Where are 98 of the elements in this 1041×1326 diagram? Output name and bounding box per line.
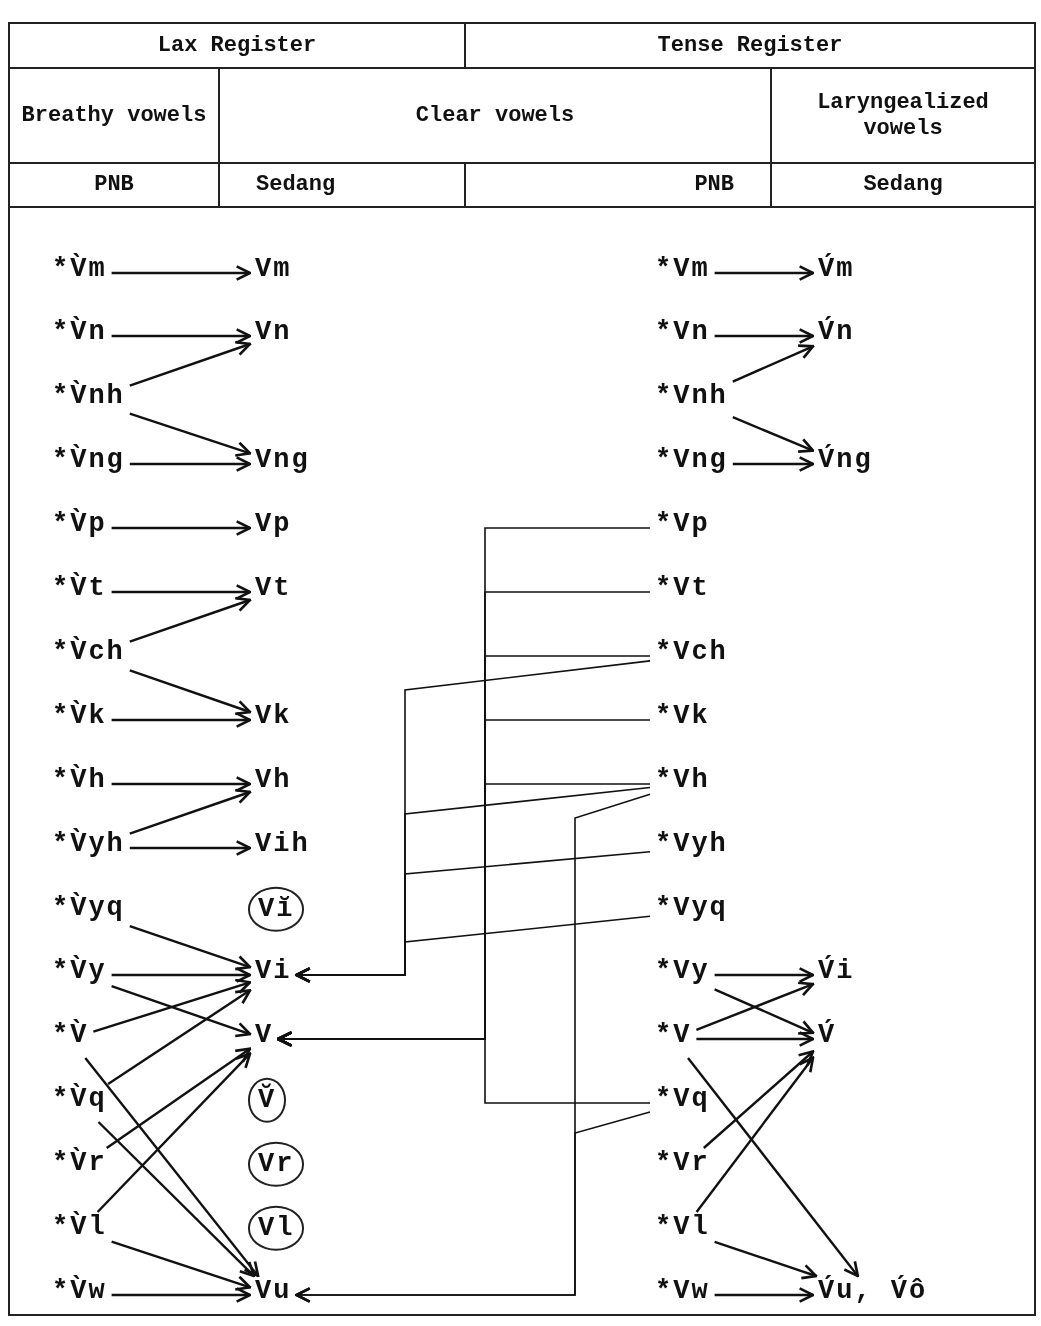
proto-form: *V̀q [52, 1078, 107, 1122]
proto-form: *Vl [655, 1206, 710, 1250]
proto-form: *V̀yq [52, 887, 125, 931]
circled-phoneme: V̆ [248, 1077, 287, 1123]
arrow [732, 344, 815, 383]
arrow [129, 412, 252, 457]
proto-form: *V̀nh [52, 375, 125, 419]
arrow [295, 1111, 651, 1303]
arrow [129, 456, 252, 472]
reflex-form: Vn [255, 311, 292, 355]
reflex-form: Vk [255, 695, 292, 739]
arrow [129, 924, 252, 971]
column-heading: Lax Register [8, 22, 466, 69]
proto-form: *Vnh [655, 375, 728, 419]
proto-form: *V̀l [52, 1206, 107, 1250]
proto-form: *Vn [655, 311, 710, 355]
arrow [714, 988, 815, 1035]
reflex-form: Vh [255, 759, 292, 803]
column-heading: Tense Register [464, 22, 1036, 69]
reflex-form: Vih [255, 823, 310, 867]
arrow [714, 1287, 815, 1303]
proto-form: *Vp [655, 503, 710, 547]
arrow [97, 1121, 256, 1278]
proto-form: *V̀r [52, 1142, 107, 1186]
reflex-form: Vp [255, 503, 292, 547]
proto-form: *Vw [655, 1270, 710, 1314]
arrow [111, 584, 252, 600]
arrow [732, 456, 815, 472]
arrow [714, 967, 815, 983]
arrow [111, 328, 252, 344]
proto-form: *Vr [655, 1142, 710, 1186]
proto-form: *Vk [655, 695, 710, 739]
arrow [129, 840, 252, 856]
arrow [111, 265, 252, 281]
proto-form: *V̀y [52, 950, 107, 994]
proto-form: *Vyh [655, 823, 728, 867]
arrow [695, 1056, 815, 1213]
proto-form: *V̀k [52, 695, 107, 739]
reflex-form: V [255, 1014, 274, 1058]
arrow [106, 1047, 252, 1149]
proto-form: *Vm [655, 248, 710, 292]
arrow [111, 985, 252, 1038]
proto-form: *Vy [655, 950, 710, 994]
arrow [129, 340, 252, 387]
reflex-form: Vi [255, 950, 292, 994]
proto-form: *V̀ [52, 1014, 89, 1058]
arrow [714, 328, 815, 344]
proto-form: *V̀m [52, 248, 107, 292]
arrow [107, 988, 252, 1085]
reflex-form: V́ [818, 1014, 837, 1058]
proto-form: *Vh [655, 759, 710, 803]
arrow [276, 1031, 651, 1104]
reflex-form: V́ng [818, 439, 873, 483]
arrow [96, 1052, 252, 1213]
arrow [93, 978, 252, 1033]
proto-form: *V̀h [52, 759, 107, 803]
proto-form: *Vt [655, 567, 710, 611]
arrow [695, 981, 815, 1031]
arrow [696, 1031, 815, 1047]
reflex-form: Vm [255, 248, 292, 292]
proto-form: *V̀n [52, 311, 107, 355]
arrow [687, 1057, 860, 1278]
proto-form: *V̀ch [52, 631, 125, 675]
circled-phoneme: Vĭ [248, 886, 305, 932]
reflex-form: V́n [818, 311, 855, 355]
arrow [111, 712, 252, 728]
arrow [111, 776, 252, 792]
proto-form: *V̀yh [52, 823, 125, 867]
arrow [703, 1050, 815, 1149]
reflex-form: V́i [818, 950, 855, 994]
proto-form: *V̀w [52, 1270, 107, 1314]
arrow [111, 1240, 252, 1291]
arrow [295, 915, 651, 983]
reflex-form: Vng [255, 439, 310, 483]
arrow [129, 596, 252, 643]
arrow [84, 1057, 260, 1278]
proto-form: *V̀p [52, 503, 107, 547]
proto-form: *Vq [655, 1078, 710, 1122]
arrow [714, 1240, 818, 1280]
arrow [714, 265, 815, 281]
arrow [129, 788, 252, 835]
reflex-form: Vt [255, 567, 292, 611]
reflex-form: V́u, V́ô [818, 1270, 928, 1314]
arrow [111, 967, 252, 983]
proto-form: *Vng [655, 439, 728, 483]
proto-form: *Vyq [655, 887, 728, 931]
arrow [111, 520, 252, 536]
reflex-form: Vu [255, 1270, 292, 1314]
proto-form: *V̀ng [52, 439, 125, 483]
arrow [732, 416, 815, 453]
reflex-form: V́m [818, 248, 855, 292]
circled-phoneme: Vl [248, 1205, 305, 1251]
arrow [111, 1287, 252, 1303]
proto-form: *V̀t [52, 567, 107, 611]
proto-form: *Vch [655, 631, 728, 675]
arrow [129, 669, 252, 716]
circled-phoneme: Vr [248, 1141, 305, 1187]
proto-form: *V [655, 1014, 692, 1058]
